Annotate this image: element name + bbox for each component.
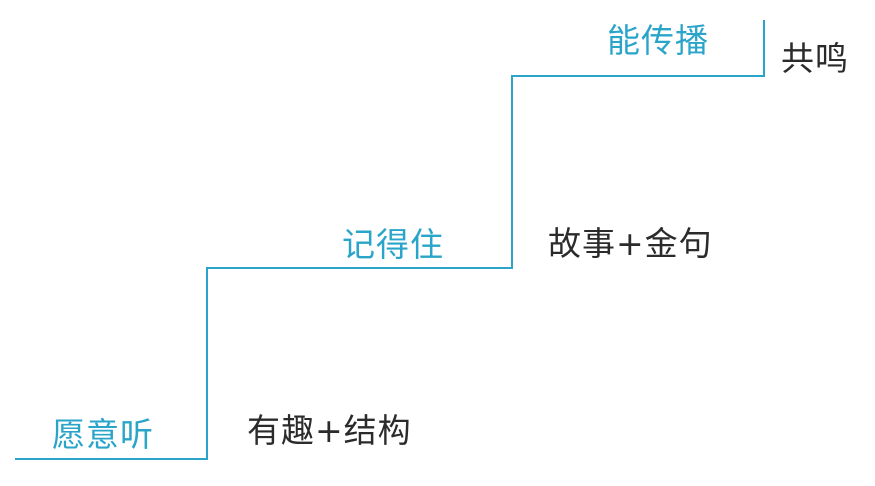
staircase-line (15, 20, 765, 460)
step-1-level-label: 愿意听 (52, 415, 154, 454)
step-3-level-label: 能传播 (607, 21, 709, 60)
step-2-method-label: 故事+金句 (548, 224, 713, 263)
step-2-level-label: 记得住 (342, 225, 444, 264)
step-1-method-label: 有趣+结构 (247, 411, 412, 450)
step-3-method-label: 共鸣 (781, 39, 849, 78)
